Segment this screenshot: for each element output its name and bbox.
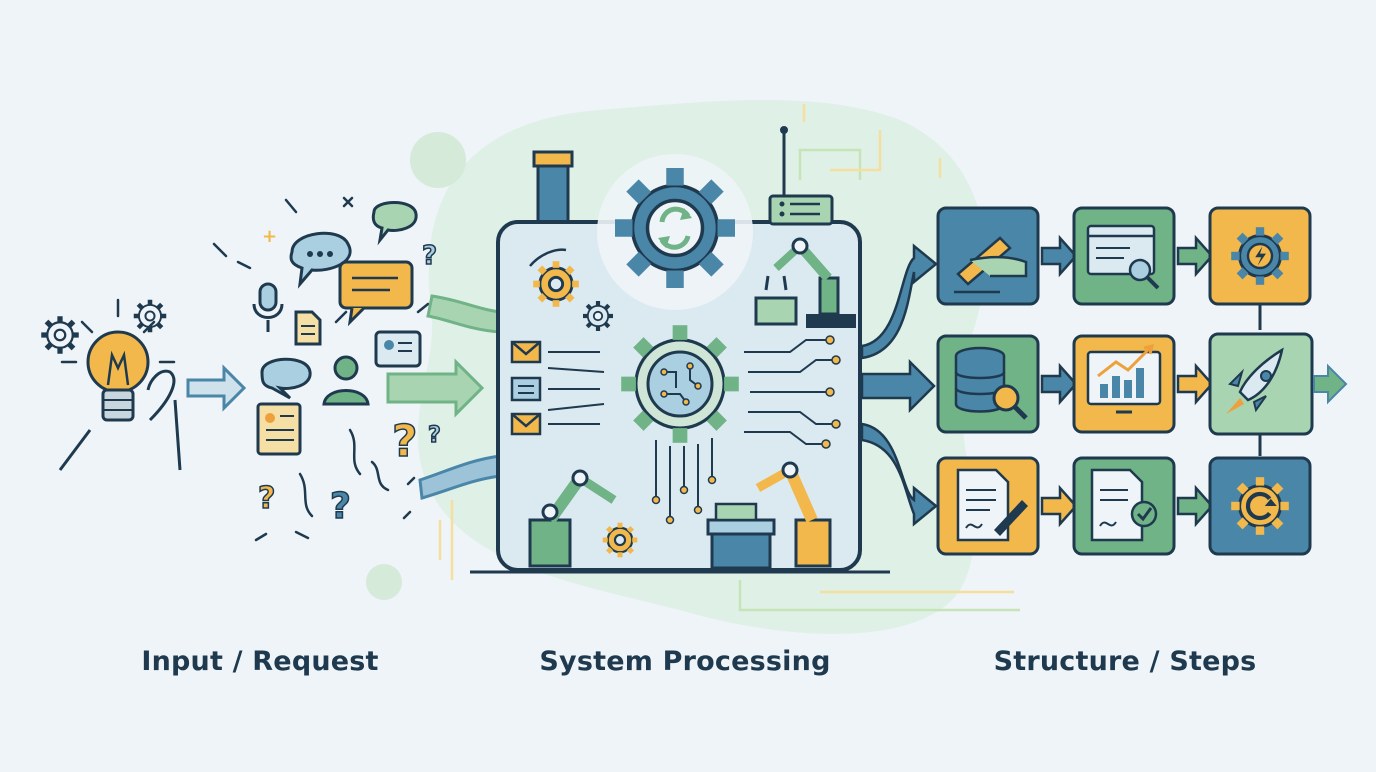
document-icon bbox=[256, 402, 302, 456]
analytics-monitor-icon bbox=[1086, 343, 1162, 414]
microphone-icon bbox=[252, 282, 284, 332]
input-section: ? ? ? ? ? + bbox=[41, 196, 442, 542]
document-icon bbox=[294, 310, 322, 346]
gear-icon bbox=[583, 301, 613, 331]
contact-card-icon bbox=[374, 330, 422, 368]
rocket-icon bbox=[1226, 347, 1284, 414]
step-arrow bbox=[1040, 234, 1078, 278]
robot-arm-icon bbox=[706, 461, 832, 570]
person-icon bbox=[322, 355, 370, 406]
step-card bbox=[1072, 206, 1176, 306]
gear-icon bbox=[41, 316, 79, 354]
robot-arm-icon bbox=[528, 469, 617, 568]
step-arrow bbox=[1176, 484, 1214, 528]
svg-text:?: ? bbox=[392, 416, 418, 467]
speech-bubble-icon bbox=[371, 201, 418, 246]
curved-arrow bbox=[529, 248, 567, 267]
step-card bbox=[1072, 456, 1176, 556]
step-card bbox=[936, 334, 1040, 434]
step-card bbox=[936, 456, 1040, 556]
step-arrow bbox=[1040, 484, 1078, 528]
speech-bubble-icon bbox=[260, 357, 312, 400]
decorative-dashes bbox=[212, 196, 430, 542]
step-card bbox=[1072, 334, 1176, 434]
lightbulb-icon bbox=[58, 298, 182, 471]
speech-bubble-icon bbox=[338, 260, 414, 327]
svg-text:?: ? bbox=[258, 481, 275, 516]
step-arrow bbox=[1176, 362, 1214, 406]
circuit-gear-icon bbox=[621, 325, 739, 443]
browser-search-icon bbox=[1086, 224, 1160, 290]
envelope-icon bbox=[510, 340, 542, 364]
svg-text:?: ? bbox=[422, 241, 437, 271]
step-arrow bbox=[1313, 363, 1348, 405]
approved-document-icon bbox=[1090, 468, 1158, 542]
sync-gear-icon bbox=[597, 154, 753, 310]
pen-hand-icon bbox=[954, 236, 1028, 294]
structure-caption: Structure / Steps bbox=[993, 646, 1257, 677]
lightning-gear-icon bbox=[1231, 227, 1289, 285]
steps-section bbox=[860, 206, 1348, 556]
speech-bubble-icon bbox=[289, 231, 352, 289]
step-card bbox=[1208, 456, 1312, 556]
step-card bbox=[1208, 332, 1314, 436]
signal-lines bbox=[438, 104, 1020, 612]
envelope-icon bbox=[510, 412, 542, 436]
robot-arm-icon bbox=[754, 237, 856, 328]
svg-text:?: ? bbox=[428, 423, 441, 448]
svg-text:+: + bbox=[262, 226, 277, 247]
step-arrow bbox=[1176, 234, 1214, 278]
circuit-nodes bbox=[651, 335, 841, 525]
factory-chimney-icon bbox=[532, 150, 574, 234]
step-arrow bbox=[1040, 362, 1078, 406]
system-caption: System Processing bbox=[539, 646, 831, 677]
antenna-icon bbox=[768, 126, 834, 226]
question-mark-icon: ? ? ? ? ? bbox=[257, 240, 441, 528]
input-lines bbox=[547, 351, 605, 425]
input-caption: Input / Request bbox=[141, 646, 379, 677]
list-icon bbox=[510, 376, 542, 402]
flow-arrows-out bbox=[860, 243, 938, 527]
input-arrow bbox=[186, 364, 247, 412]
refresh-gear-icon bbox=[1231, 477, 1289, 535]
gear-icon bbox=[134, 300, 167, 333]
system-section bbox=[438, 104, 1020, 612]
circuit-lines bbox=[655, 339, 836, 520]
database-search-icon bbox=[954, 346, 1028, 420]
signed-document-icon bbox=[956, 468, 1028, 542]
step-card bbox=[936, 206, 1040, 306]
step-card bbox=[1208, 206, 1312, 306]
gear-icon bbox=[602, 522, 638, 558]
svg-text:?: ? bbox=[330, 486, 351, 527]
gear-icon bbox=[533, 261, 579, 307]
